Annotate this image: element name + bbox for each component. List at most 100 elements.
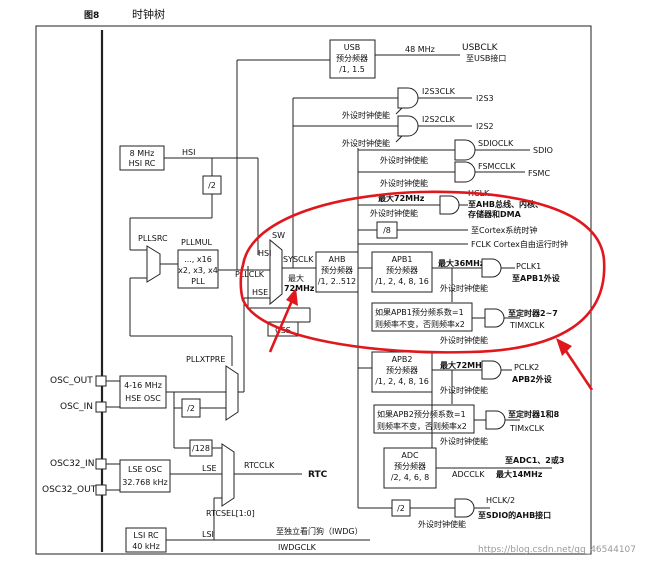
apb2-enable-label: 外设时钟使能: [440, 385, 488, 395]
hse-div2: /2: [187, 404, 195, 413]
tim-note2-destination: 至定时器1和8: [508, 409, 560, 419]
hclk-destination-1: 至AHB总线、内核、: [468, 199, 543, 209]
apb1-desc: 预分频器: [386, 265, 418, 275]
i2s3-destination: I2S3: [476, 94, 494, 103]
osc32-in-label: OSC32_IN: [50, 459, 94, 469]
adc-name: ADC: [401, 451, 419, 460]
sdioclk-label: SDIOCLK: [478, 139, 514, 148]
hsi-box-name: HSI RC: [129, 159, 156, 168]
hsi-div2: /2: [208, 181, 216, 190]
apb1-destination: 至APB1外设: [512, 273, 560, 283]
diagram-frame: [35, 25, 592, 555]
ahb-desc: 预分频器: [321, 265, 353, 275]
ahb-name: AHB: [329, 255, 346, 264]
pllsrc-mux: [146, 245, 161, 283]
sdio-destination: SDIO: [533, 146, 553, 155]
fsmc-gate: [454, 161, 476, 183]
hse-name: HSE OSC: [125, 394, 161, 403]
usb-destination: 至USB接口: [466, 53, 506, 63]
pllxtpre-label: PLLXTPRE: [186, 355, 225, 364]
hclk2-div: /2: [397, 504, 405, 513]
tim-note1-destination: 至定时器2~7: [508, 308, 558, 318]
osc32-out-pin: [95, 484, 107, 496]
osc-in-label: OSC_IN: [60, 402, 93, 412]
rtcsel-label: RTCSEL[1:0]: [206, 509, 255, 518]
iwdgclk-label: IWDGCLK: [278, 543, 317, 552]
tim-note2-enable-label: 外设时钟使能: [440, 436, 488, 446]
timxclk-label: TIMXCLK: [509, 321, 545, 330]
tim-note2-line1: 如果APB2预分频系数=1: [377, 409, 466, 419]
tim-note1-box: [371, 302, 473, 332]
apb2-destination: APB2外设: [512, 374, 552, 384]
sw-label: SW: [272, 231, 285, 240]
apb1-values: /1, 2, 4, 8, 16: [375, 277, 429, 286]
lse-name: LSE OSC: [128, 465, 163, 474]
red-arrow-right-shaft: [562, 347, 594, 391]
i2s3-enable-label: 外设时钟使能: [342, 110, 390, 120]
pllmul-values-2: x2, x3, x4: [178, 266, 218, 275]
tim-note2-line2: 则频率不变，否则频率x2: [377, 421, 467, 431]
apb1-name: APB1: [392, 255, 413, 264]
osc-in-pin: [95, 401, 107, 413]
i2s3-enable-line: [395, 107, 403, 115]
lsi-label: LSI: [202, 530, 214, 539]
div128-label: /128: [192, 444, 210, 453]
hclk2-label: HCLK/2: [486, 496, 515, 505]
figure-number: 图8: [84, 10, 99, 21]
tim-note1-line1: 如果APB1预分频系数=1: [375, 307, 464, 317]
red-arrow-left-shaft: [268, 295, 296, 353]
sw-mux: [269, 238, 283, 306]
pclk2-label: PCLK2: [514, 363, 539, 372]
adc-max: 最大14MHz: [496, 469, 543, 479]
sdio-gate: [454, 139, 476, 161]
lse-label: LSE: [202, 464, 217, 473]
osc32-in-pin: [95, 458, 107, 470]
adc-values: /2, 4, 6, 8: [391, 473, 429, 482]
systick-destination: 至Cortex系统时钟: [471, 225, 537, 235]
usb-box-values: /1, 1.5: [339, 65, 365, 74]
hclk-destination-2: 存储器和DMA: [467, 209, 522, 219]
fsmc-enable-label: 外设时钟使能: [380, 178, 428, 188]
sw-hse-label: HSE: [252, 288, 268, 297]
lsi-name: LSI RC: [133, 531, 159, 540]
pll-name: PLL: [191, 277, 205, 286]
osc32-out-label: OSC32_OUT: [42, 485, 97, 495]
i2s2-enable-line: [395, 135, 403, 143]
i2s3clk-label: I2S3CLK: [422, 87, 456, 96]
apb2-desc: 预分频器: [386, 365, 418, 375]
figure-title: 时钟树: [132, 7, 165, 21]
i2s3-gate: [397, 87, 419, 109]
tim-note1-line2: 则频率不变，否则频率x2: [375, 319, 465, 329]
tim-note2-box: [373, 404, 475, 434]
rtcclk-label: RTCCLK: [244, 461, 275, 470]
lse-osc-box: [119, 459, 171, 493]
rtc-destination: RTC: [308, 470, 328, 480]
adc-desc: 预分频器: [394, 461, 426, 471]
timxclk-gate: [484, 308, 505, 328]
hse-osc-box: [119, 375, 167, 409]
ahb-prescaler-box: [315, 251, 359, 293]
lsi-freq: 40 kHz: [132, 542, 160, 551]
apb1-max: 最大36MHz: [438, 258, 485, 268]
hclk2-enable-label: 外设时钟使能: [418, 519, 466, 529]
usb-frequency: 48 MHz: [405, 45, 435, 54]
hclk-enable-label: 外设时钟使能: [370, 208, 418, 218]
apb1-prescaler-box: [371, 251, 433, 293]
red-arrow-left-head: [286, 288, 298, 306]
i2s2-gate: [397, 115, 419, 137]
hclk2-gate: [454, 498, 475, 518]
lsi-rc-box: [125, 527, 167, 553]
hclk-gate: [439, 195, 460, 215]
usb-prescaler-box: [329, 39, 376, 79]
timxclk2-label: TIMxCLK: [509, 424, 545, 433]
hclk2-destination: 至SDIO的AHB接口: [478, 510, 551, 520]
pllxtpre-mux: [225, 365, 239, 421]
sdio-enable-label: 外设时钟使能: [380, 155, 428, 165]
apb2-max: 最大72MHz: [440, 360, 487, 370]
cortex-div8: /8: [383, 226, 391, 235]
pllmul-values: ..., x16: [184, 255, 212, 264]
iwdg-destination: 至独立看门狗（IWDG）: [276, 526, 363, 536]
adcclk-label: ADCCLK: [452, 470, 485, 479]
usb-box-desc: 预分频器: [336, 53, 368, 63]
